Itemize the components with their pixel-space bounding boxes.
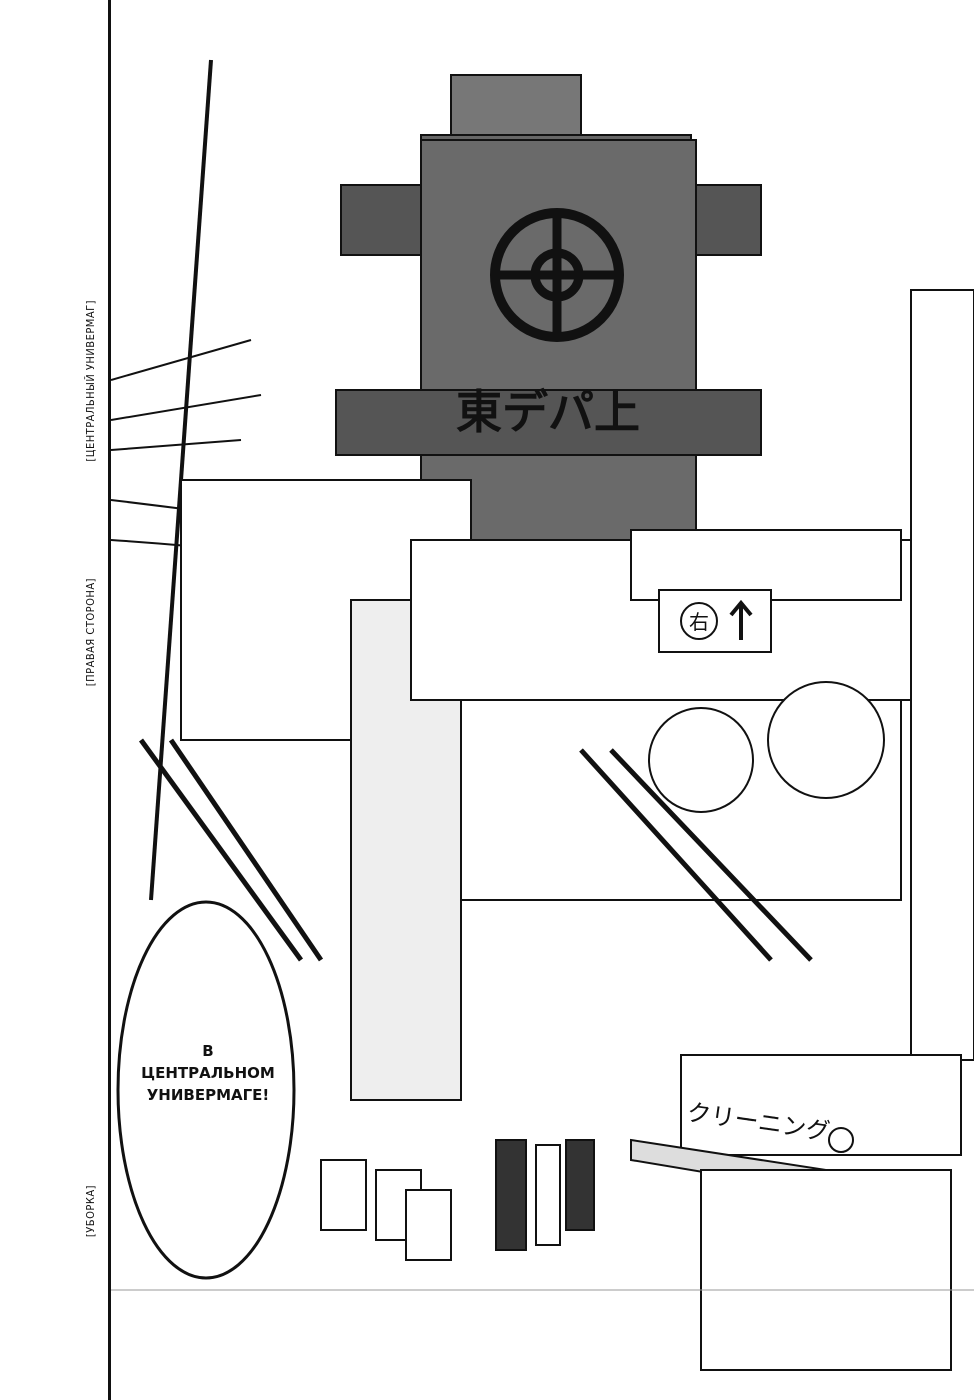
cleaning-shop: クリーニング <box>630 1054 962 1371</box>
caption-right-side: [ПРАВАЯ СТОРОНА] <box>84 578 97 687</box>
caption-cleaning: [УБОРКА] <box>84 1185 97 1238</box>
direction-sign: 右 <box>658 589 772 653</box>
direction-sign-text: 右 <box>689 610 709 634</box>
speech-bubble <box>116 900 296 1280</box>
tower-logo-text: 東デパ上 <box>456 385 640 439</box>
people-group <box>495 1139 595 1251</box>
caption-central-department-store: [ЦЕНТРАЛЬНЫЙ УНИВЕРМАГ] <box>84 300 97 462</box>
barrels <box>320 1159 452 1261</box>
speech-bubble-text: В ЦЕНТРАЛЬНОМ УНИВЕРМАГЕ! <box>118 1040 298 1106</box>
page-gutter <box>0 0 108 1400</box>
manga-panel-illustration: 東デパ上 右 クリー <box>111 59 974 1371</box>
speech-line: ЦЕНТРАЛЬНОМ <box>141 1064 275 1082</box>
speech-line: В <box>202 1042 214 1060</box>
speech-line: УНИВЕРМАГЕ! <box>146 1086 270 1104</box>
panel-border <box>108 0 111 1400</box>
building-complex <box>138 289 974 1101</box>
